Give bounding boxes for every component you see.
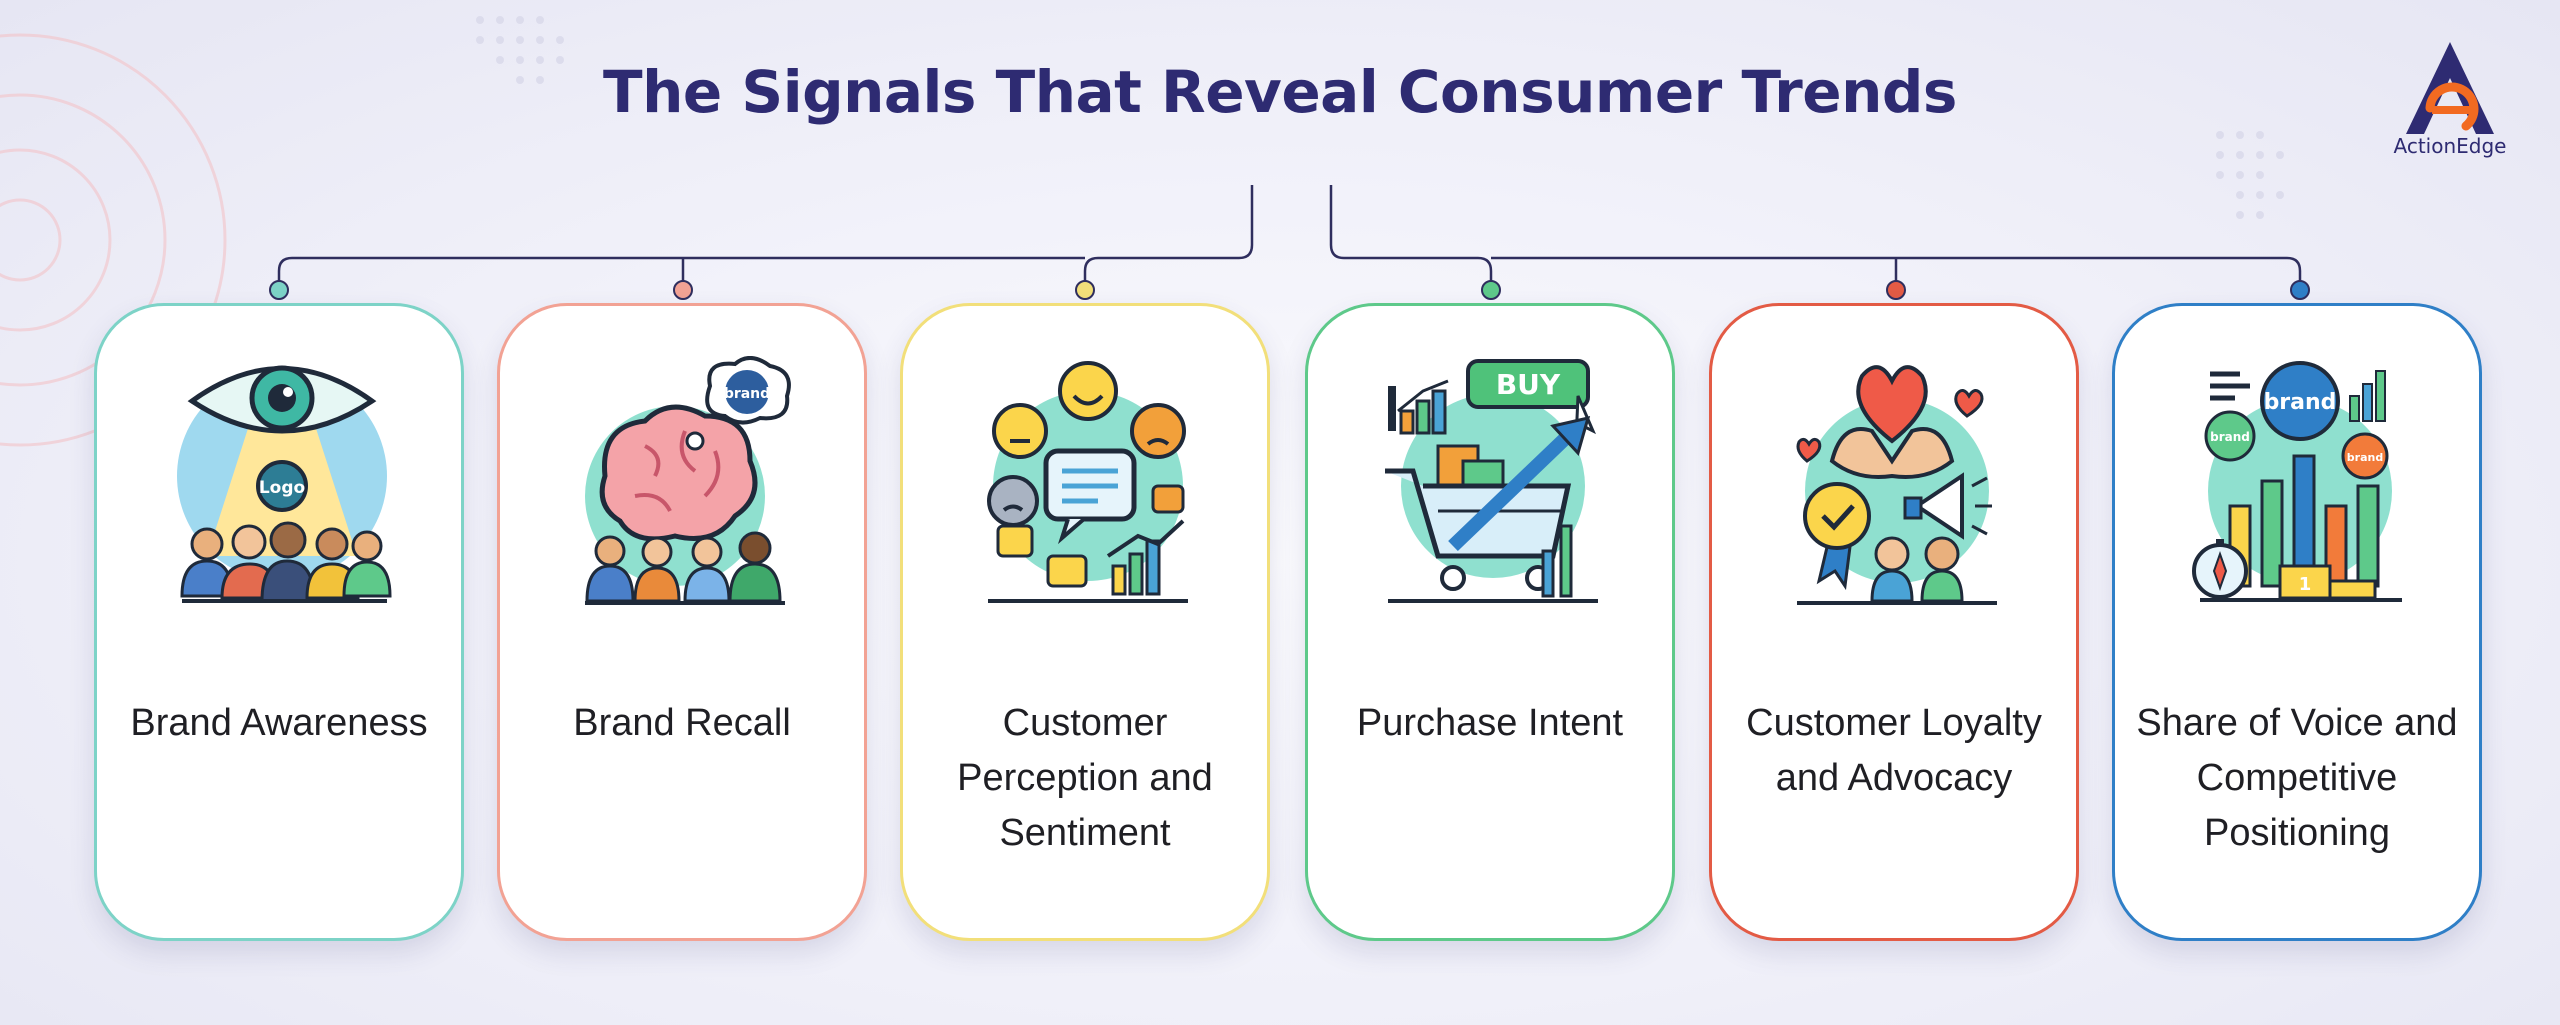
card-customer-perception: Customer Perception and Sentiment [900,303,1270,941]
card-share-of-voice: brand brand brand 1 Share of Voice and C… [2112,303,2482,941]
svg-text:brand: brand [2347,451,2383,464]
loyalty-heart-icon [1796,365,1997,605]
card-label: Customer Loyalty and Advocacy [1746,702,2042,799]
connector-dot [673,280,693,300]
card-label: Purchase Intent [1356,702,1624,744]
connector-dot [269,280,289,300]
connector-dot [1481,280,1501,300]
card-purchase-intent: BUY Purchase Intent [1305,303,1675,941]
svg-text:BUY: BUY [1496,368,1561,401]
svg-text:brand: brand [2210,430,2250,444]
svg-text:brand: brand [724,386,770,402]
card-label: Brand Recall [573,702,791,744]
actionedge-logo-icon [2406,42,2494,134]
connector-dot [2290,280,2310,300]
card-label: Customer Perception and Sentiment [957,702,1213,854]
connector-dot [1886,280,1906,300]
svg-text:Logo: Logo [259,478,305,498]
share-of-voice-icon: brand brand brand 1 [2192,361,2402,602]
svg-text:brand: brand [2264,390,2337,415]
brain-thought-icon: brand [585,356,791,605]
eye-audience-icon: Logo [177,365,392,603]
connector-lines [277,185,2302,282]
card-brand-awareness: Logo Brand Awareness [94,303,464,941]
sentiment-icon [987,361,1188,603]
card-brand-recall: brand Brand Recall [497,303,867,941]
page-title: The Signals That Reveal Consumer Trends [603,58,1957,126]
card-label: Brand Awareness [130,702,428,744]
shopping-cart-icon: BUY [1385,359,1598,603]
card-customer-loyalty: Customer Loyalty and Advocacy [1709,303,2079,941]
card-label: Share of Voice and Competitive Positioni… [2136,702,2458,854]
logo-wordmark: ActionEdge [2393,134,2507,158]
svg-text:1: 1 [2299,574,2312,595]
connector-dot [1075,280,1095,300]
